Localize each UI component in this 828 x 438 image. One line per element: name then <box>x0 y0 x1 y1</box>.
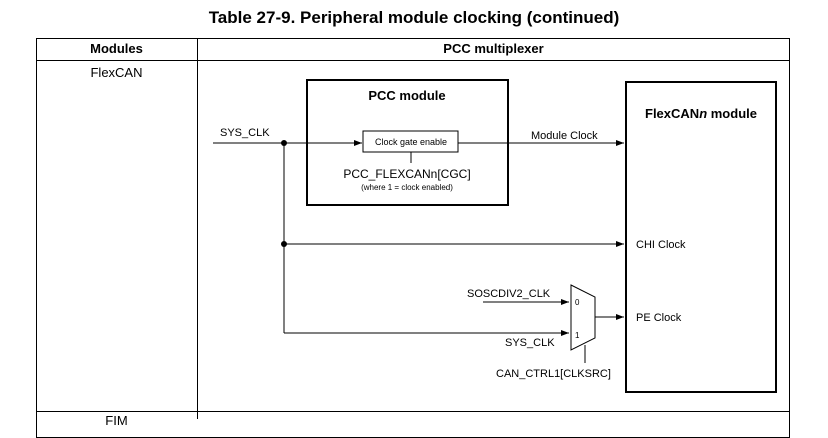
pe-clock-label: PE Clock <box>636 312 682 324</box>
header-modules: Modules <box>90 41 143 56</box>
pcc-module-title: PCC module <box>368 88 445 103</box>
sys-clk-mux-label: SYS_CLK <box>505 337 555 349</box>
junction-dot <box>281 140 287 146</box>
module-clock-label: Module Clock <box>531 130 598 142</box>
cgc-label: PCC_FLEXCANn[CGC] <box>343 167 470 181</box>
cgc-note: (where 1 = clock enabled) <box>361 183 453 192</box>
flexcan-module-box <box>625 81 777 393</box>
clksrc-label: CAN_CTRL1[CLKSRC] <box>496 368 611 380</box>
column-divider <box>197 38 198 419</box>
table-title: Table 27-9. Peripheral module clocking (… <box>208 8 620 27</box>
soscdiv2-label: SOSCDIV2_CLK <box>467 288 551 300</box>
chi-clock-label: CHI Clock <box>636 239 686 251</box>
mux-shape <box>570 284 596 351</box>
header-divider <box>36 60 790 61</box>
mux-input-0: 0 <box>575 298 580 307</box>
mux-input-1: 1 <box>575 331 580 340</box>
flexcan-module-title: FlexCANn module <box>645 106 757 121</box>
module-flexcan: FlexCAN <box>90 65 143 80</box>
header-pcc-multiplexer: PCC multiplexer <box>443 41 544 56</box>
row-divider <box>36 411 790 412</box>
junction-dot <box>281 241 287 247</box>
sys-clk-label: SYS_CLK <box>220 127 270 139</box>
flexcan-clock-diagram: PCC module Clock gate enable PCC_FLEXCAN… <box>213 79 777 393</box>
clock-gate-label: Clock gate enable <box>375 137 447 147</box>
